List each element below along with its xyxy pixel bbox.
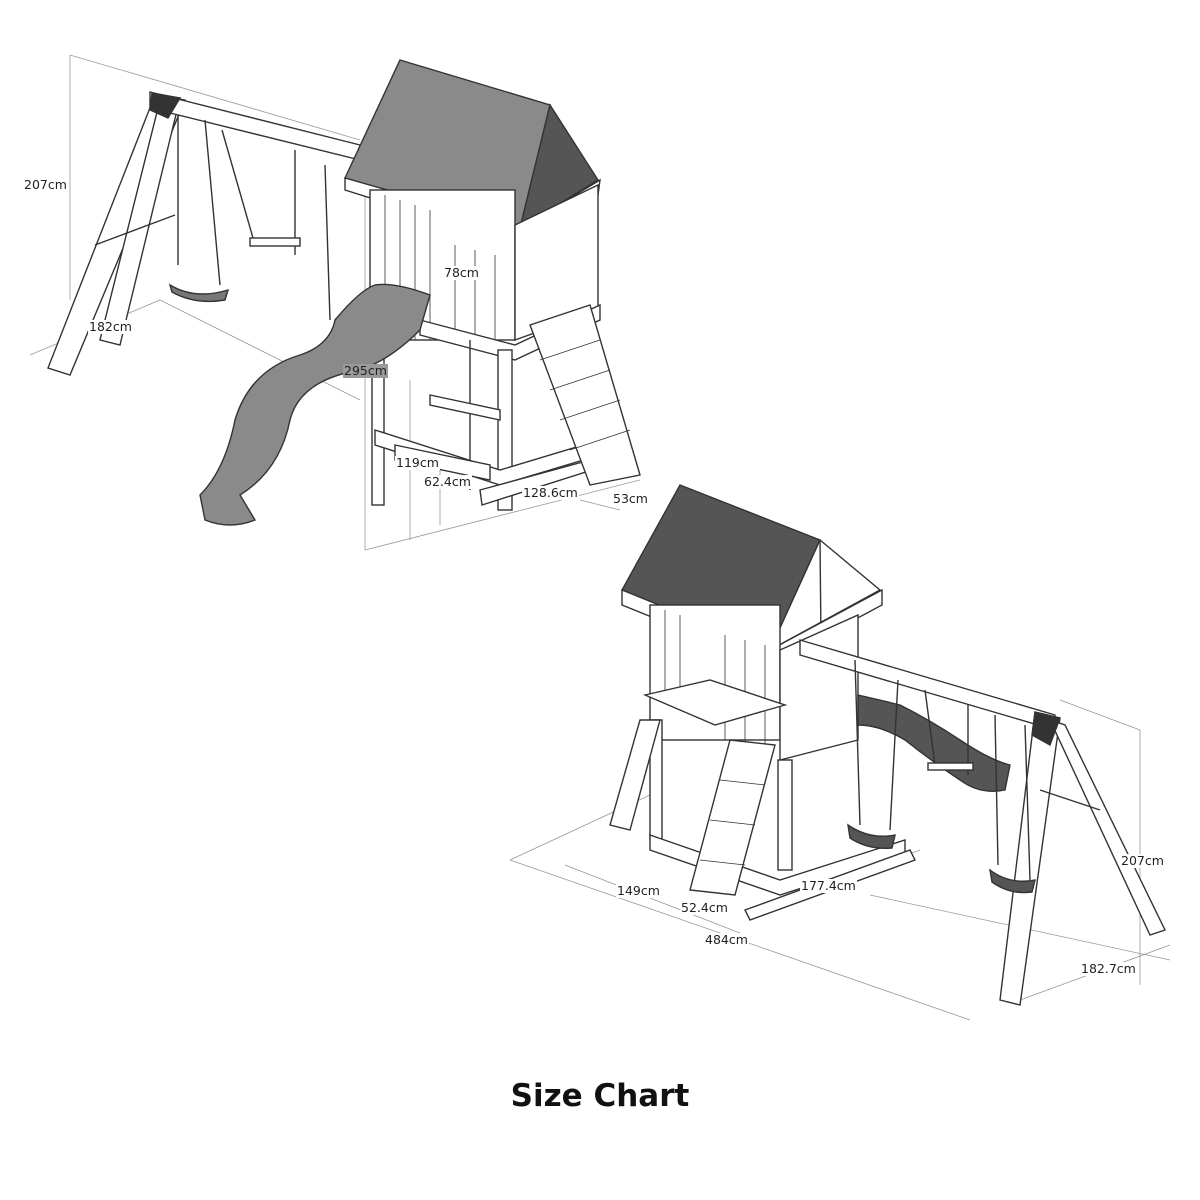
dim-slide-length-1: 295cm: [343, 363, 388, 378]
dim-tower-depth-1: 128.6cm: [522, 485, 579, 500]
dim-tower-width-1: 78cm: [443, 265, 480, 280]
dim-swing-depth-1: 182cm: [88, 319, 133, 334]
playset-2-drawing: [509, 484, 1171, 1021]
dim-swing-height-2: 207cm: [1120, 853, 1165, 868]
dim-swing-height-1: 207cm: [23, 177, 68, 192]
playset-1-drawing: [29, 54, 641, 551]
dim-overall-length-2: 484cm: [704, 932, 749, 947]
dim-ladder-width-2: 52.4cm: [680, 900, 729, 915]
dim-swing-depth-2: 182.7cm: [1080, 961, 1137, 976]
page-title: Size Chart: [510, 1078, 690, 1114]
dim-bench-width-1: 62.4cm: [423, 474, 472, 489]
dim-overall-depth-2: 149cm: [616, 883, 661, 898]
dim-tower-width-2: 177.4cm: [800, 878, 857, 893]
dim-ladder-width-1: 53cm: [612, 491, 649, 506]
dim-bench-height-1: 119cm: [395, 455, 440, 470]
